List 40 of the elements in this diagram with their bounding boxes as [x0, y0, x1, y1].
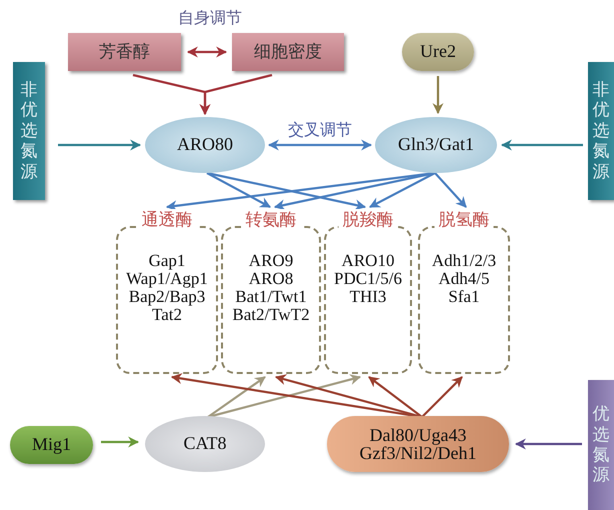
arrow [432, 76, 444, 114]
arrow [58, 140, 142, 150]
node-label: 芳香醇 [99, 42, 150, 62]
factor-box [232, 33, 344, 71]
arrow [268, 140, 372, 150]
nitrogen-source-bar [13, 62, 45, 200]
arrow [368, 376, 423, 418]
regulator-box [402, 33, 474, 71]
arrow [206, 172, 271, 208]
nitrogen-source-bar [588, 380, 614, 510]
regulator-box [10, 426, 93, 464]
node-label: 细胞密度 [254, 42, 322, 62]
arrow [186, 46, 228, 58]
node-label: Dal80/Uga43 Gzf3/Nil2/Deh1 [358, 426, 478, 462]
bar-label: 非优选氮源 [592, 80, 610, 182]
arrow [207, 376, 266, 418]
bar-label: 优选氮源 [592, 404, 610, 486]
node-label: CAT8 [183, 434, 226, 454]
node-label: ARO80 [176, 135, 233, 155]
arrow [421, 376, 463, 418]
gene-list: ARO9 ARO8 Bat1/Twt1 Bat2/TwT2 [223, 252, 319, 324]
arrow [206, 172, 366, 210]
gene-list: Adh1/2/3 Adh4/5 Sfa1 [420, 252, 508, 306]
node-label: Mig1 [32, 435, 71, 455]
annotation-label: 自身调节 [177, 8, 243, 29]
regulator-box [327, 416, 509, 472]
arrow [208, 374, 362, 418]
bar-label: 非优选氮源 [20, 80, 38, 182]
factor-box [68, 33, 181, 71]
node-label: Ure2 [420, 42, 456, 62]
node-label: Gln3/Gat1 [398, 135, 474, 155]
gene-list: ARO10 PDC1/5/6 THI3 [326, 252, 410, 306]
arrow [369, 172, 436, 208]
nitrogen-source-bar [588, 62, 614, 200]
arrow [500, 140, 583, 150]
arrow [434, 172, 467, 208]
arrow [101, 436, 140, 448]
arrow [200, 74, 272, 116]
arrow [514, 438, 582, 450]
gene-list: Gap1 Wap1/Agp1 Bap2/Bap3 Tat2 [118, 252, 216, 324]
